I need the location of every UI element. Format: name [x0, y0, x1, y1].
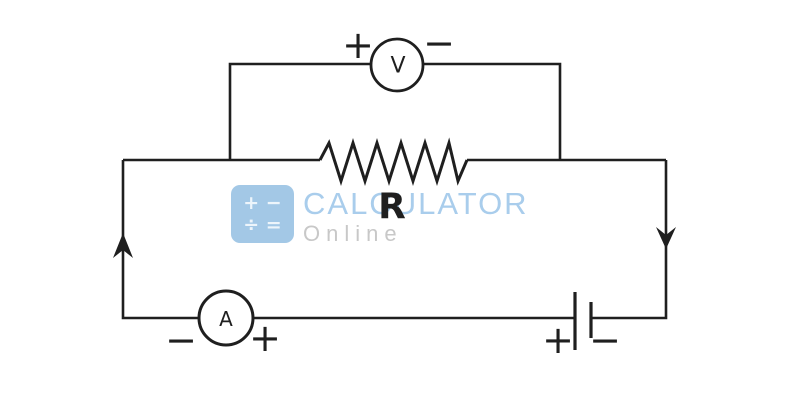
ammeter-label: A [219, 307, 233, 331]
calculator-icon-divide: ÷ [243, 213, 260, 236]
voltmeter-minus-label: − [423, 21, 455, 65]
right-rail-and-bottom-wire [591, 160, 668, 320]
resistor-label: R [378, 187, 406, 228]
watermark-brand: CALCULATOR [303, 186, 529, 221]
ammeter-minus-label: − [165, 318, 197, 362]
voltmeter-circle [369, 37, 425, 93]
watermark-text: CALCULATOR Online [303, 185, 529, 245]
ammeter-plus-label: + [249, 316, 281, 360]
current-arrow-down-icon [656, 227, 676, 249]
resistor-zigzag [318, 137, 469, 186]
voltmeter-label: V [390, 54, 405, 79]
battery-plus-label: + [542, 318, 574, 362]
current-arrow-up-icon [113, 233, 133, 258]
calculator-icon-plus: + [243, 191, 260, 214]
calculator-icon-minus: − [265, 191, 282, 214]
watermark-subtitle: Online [303, 221, 403, 246]
battery-minus-label: − [589, 318, 621, 362]
left-rail-and-bottom-wire [121, 160, 575, 320]
ammeter-circle [197, 289, 255, 347]
watermark: + − ÷ = CALCULATOR Online [231, 185, 529, 245]
voltmeter-plus-label: + [342, 23, 374, 67]
calculator-icon: + − ÷ = [231, 185, 294, 243]
calculator-icon-equals: = [265, 213, 282, 236]
